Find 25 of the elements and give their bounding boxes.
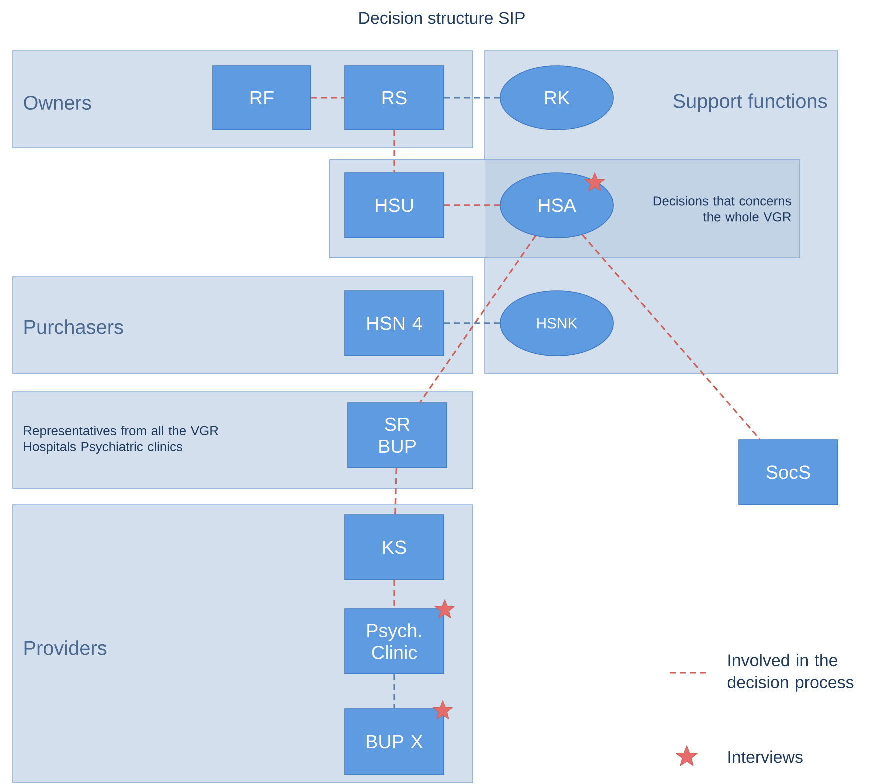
process-box: HSN 4 — [344, 290, 444, 356]
ellipse-node: HSNK — [500, 290, 614, 356]
connector-line — [582, 234, 761, 440]
process-box: BUP X — [344, 708, 444, 776]
connector-line — [394, 580, 396, 609]
ellipse-node: HSA — [500, 172, 614, 238]
legend-label: Interviews — [728, 750, 803, 764]
process-box: KS — [344, 514, 444, 580]
ellipse-node: RK — [500, 66, 614, 130]
connector-line — [311, 97, 345, 99]
connector-line — [420, 236, 536, 404]
connector-line — [394, 674, 396, 709]
process-box: Psych. Clinic — [344, 608, 444, 674]
connector-line — [444, 322, 500, 324]
process-box: RS — [344, 66, 444, 130]
connector-line — [444, 97, 500, 99]
title: Decision structure SIP — [360, 12, 525, 24]
process-box: SocS — [738, 440, 838, 506]
legend-label: Involved in the decision process — [728, 654, 854, 692]
connector-line — [394, 468, 398, 515]
process-box: SR BUP — [348, 402, 448, 468]
connector-line — [394, 130, 396, 173]
process-box: HSU — [344, 172, 444, 238]
process-box: RF — [212, 66, 312, 130]
connector-line — [444, 204, 500, 206]
